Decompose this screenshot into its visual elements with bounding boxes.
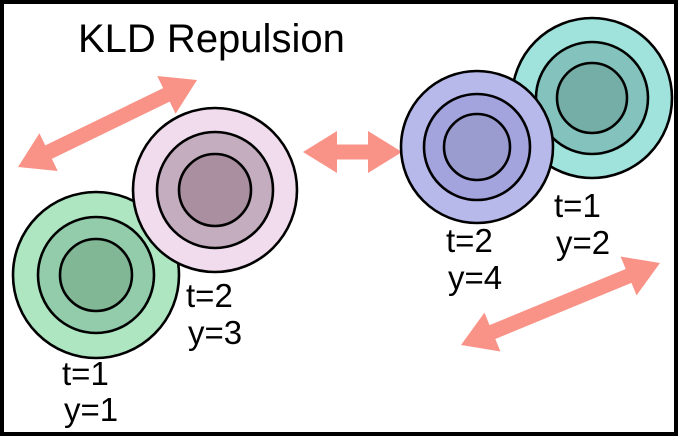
green-distribution-label-t: t=1 xyxy=(62,355,109,392)
teal-distribution-label-t: t=1 xyxy=(554,187,601,224)
teal-distribution-ring-inner xyxy=(555,61,629,135)
teal-distribution-label-y: y=2 xyxy=(556,224,610,261)
blue-distribution-label-y: y=4 xyxy=(448,259,502,296)
blue-distribution-label-t: t=2 xyxy=(446,222,493,259)
blue-distribution[interactable] xyxy=(399,69,555,225)
green-distribution[interactable] xyxy=(11,190,181,360)
repulsion-arrow-lower-right xyxy=(461,256,660,352)
node-layer xyxy=(11,16,674,360)
green-distribution-label-y: y=1 xyxy=(64,391,118,428)
green-distribution-ring-inner xyxy=(58,237,134,313)
arrow-layer xyxy=(18,75,660,352)
pink-distribution-ring-inner xyxy=(177,152,253,228)
repulsion-arrow-upper-left xyxy=(18,75,197,172)
pink-distribution[interactable] xyxy=(131,106,299,274)
diagram-title: KLD Repulsion xyxy=(78,17,345,61)
blue-distribution-ring-inner xyxy=(442,112,512,182)
repulsion-arrow-middle xyxy=(303,131,402,173)
pink-distribution-label-t: t=2 xyxy=(186,277,233,314)
pink-distribution-label-y: y=3 xyxy=(188,314,242,351)
